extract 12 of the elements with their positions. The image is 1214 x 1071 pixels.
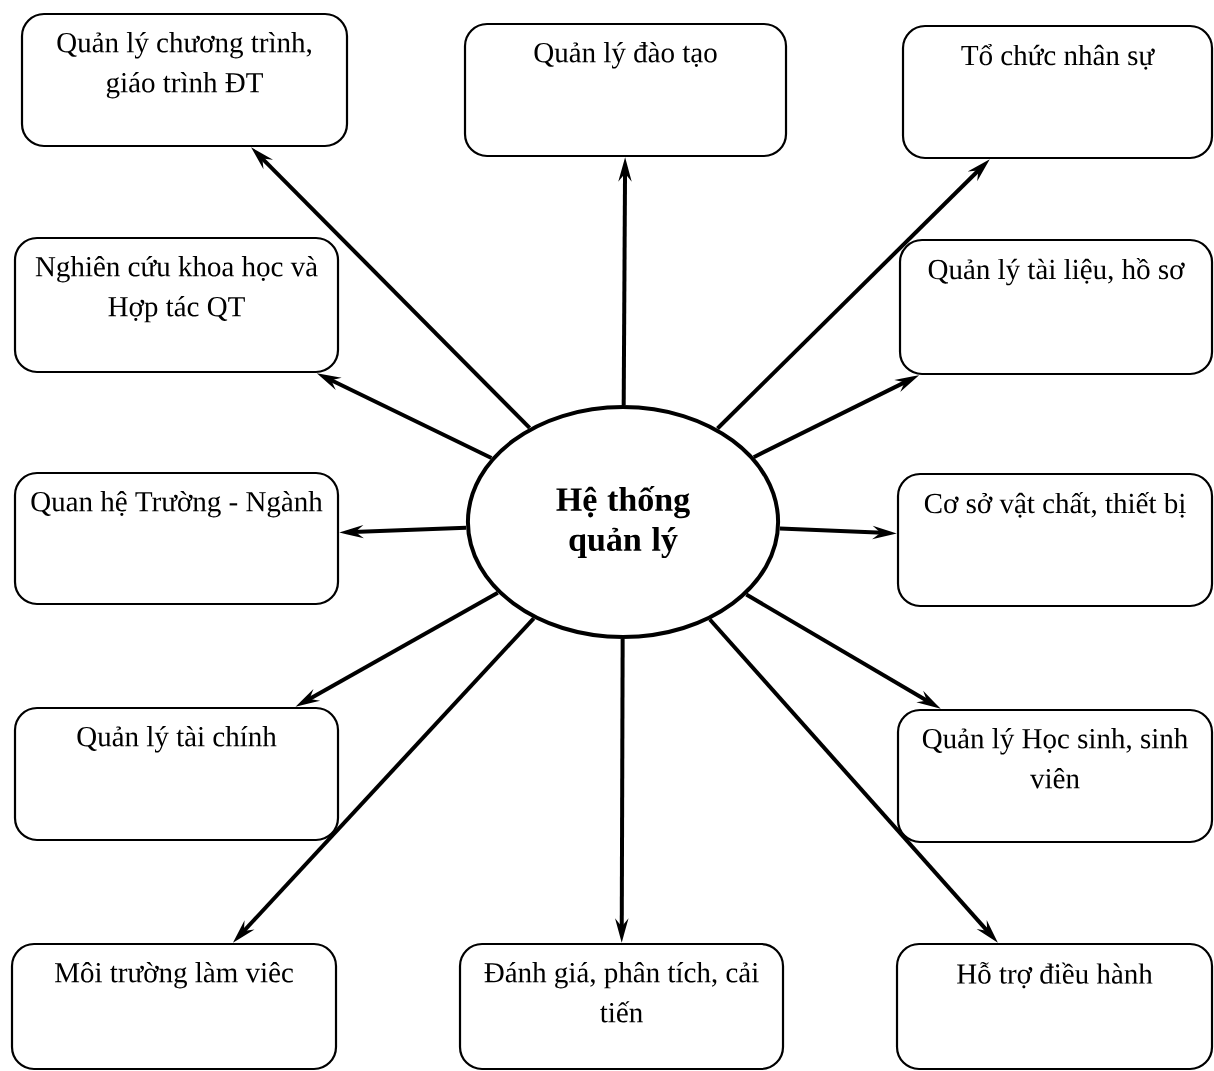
rounded-box: Quản lý Học sinh, sinh viên bbox=[896, 708, 1214, 844]
rounded-box: Quản lý chương trình, giáo trình ĐT bbox=[20, 12, 349, 148]
rounded-box: Cơ sở vật chất, thiết bị bbox=[896, 472, 1214, 608]
rounded-box: Nghiên cứu khoa học và Hợp tác QT bbox=[13, 236, 340, 374]
rounded-box: Tổ chức nhân sự bbox=[901, 24, 1214, 160]
rounded-box: Quản lý đào tạo bbox=[463, 22, 788, 158]
rounded-box: Quản lý tài liệu, hồ sơ bbox=[898, 238, 1214, 376]
rounded-box: Đánh giá, phân tích, cải tiến bbox=[458, 942, 785, 1071]
rounded-box: Môi trường làm viêc bbox=[10, 942, 338, 1071]
rounded-box: Hỗ trợ điều hành bbox=[895, 942, 1214, 1071]
rounded-box: Quan hệ Trường - Ngành bbox=[13, 471, 340, 606]
rounded-box: Quản lý tài chính bbox=[13, 706, 340, 842]
